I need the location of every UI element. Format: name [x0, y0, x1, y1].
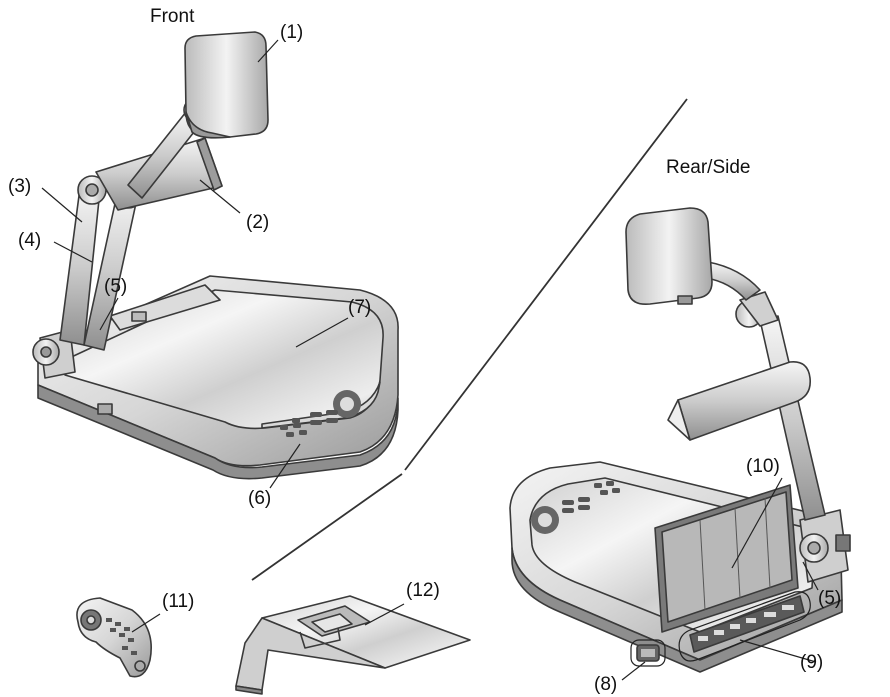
callout-label-11: (11) [162, 591, 195, 612]
front-heading: Front [150, 6, 195, 27]
callout-label-5-rear: (5) [818, 588, 842, 609]
callout-label-10: (10) [746, 456, 780, 477]
rear-side-heading: Rear/Side [666, 157, 751, 178]
callout-label-2: (2) [246, 212, 270, 233]
divider-lines [251, 98, 688, 581]
callout-label-8: (8) [594, 674, 618, 695]
front-document-camera [32, 31, 399, 480]
callout-rings [630, 591, 811, 667]
callout-label-9: (9) [800, 652, 824, 673]
callout-label-7: (7) [348, 297, 372, 318]
callout-leaders [41, 39, 819, 681]
callout-label-4: (4) [18, 230, 42, 251]
callout-label-6: (6) [248, 488, 272, 509]
callout-label-1: (1) [280, 22, 304, 43]
callout-label-3: (3) [8, 176, 32, 197]
tray-accessory [235, 595, 471, 695]
callout-label-5-front: (5) [104, 276, 128, 297]
callout-label-12: (12) [406, 580, 440, 601]
rear-side-document-camera [509, 207, 851, 673]
remote-control [76, 597, 152, 678]
